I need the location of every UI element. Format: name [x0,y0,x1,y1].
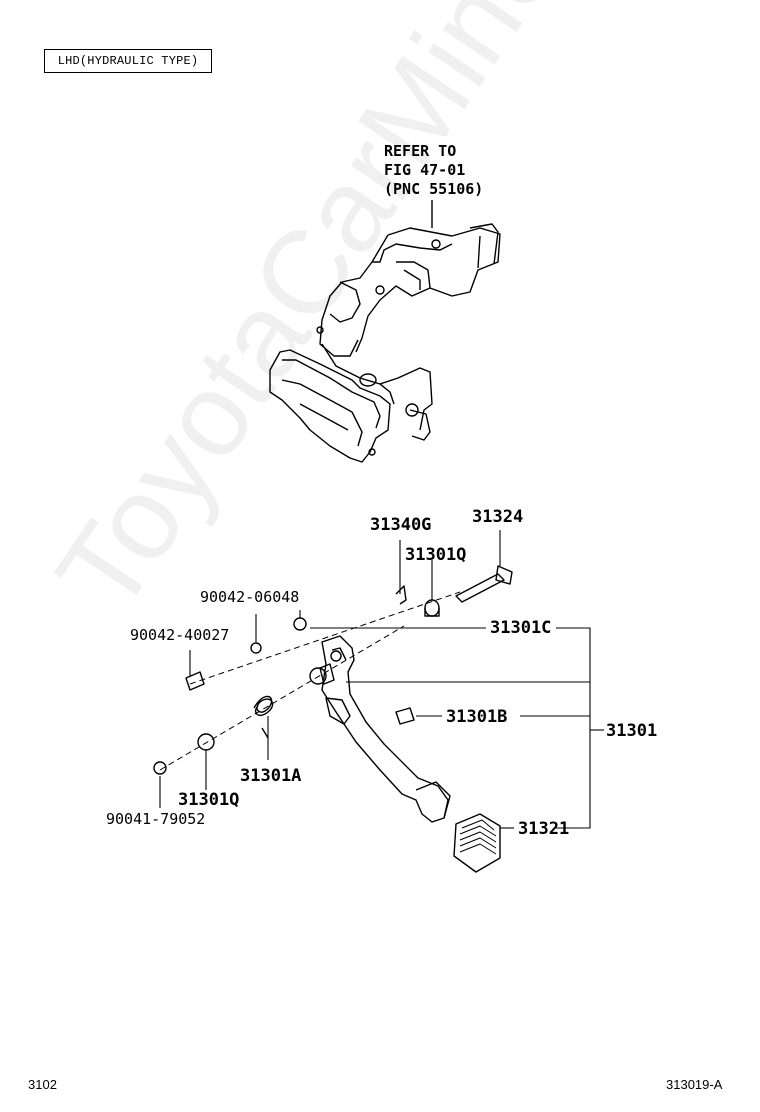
page-ref: 3102 [28,1077,57,1092]
part-31301C[interactable]: 31301C [490,618,552,638]
leader-lines [159,530,604,829]
part-31340G[interactable]: 31340G [370,515,432,535]
refer-note: REFER TO FIG 47-01 (PNC 55106) [384,142,483,199]
refer-line-1: REFER TO [384,142,457,160]
part-90041-79052[interactable]: 90041-79052 [106,810,206,828]
pedal-lever-drawing [319,635,451,823]
axis-lines [159,591,461,771]
part-31324[interactable]: 31324 [472,507,524,527]
part-31301Q-bottom[interactable]: 31301Q [178,790,240,810]
pedal-pad-drawing [453,813,501,873]
part-31301Q-top[interactable]: 31301Q [405,545,467,565]
part-90042-06048[interactable]: 90042-06048 [200,588,300,606]
part-31301A[interactable]: 31301A [240,766,302,786]
part-31321[interactable]: 31321 [518,819,570,839]
refer-line-2: FIG 47-01 [384,161,466,179]
figure-code: 313019-A [666,1077,723,1092]
pedal-bracket-drawing [269,200,501,463]
part-90042-40027[interactable]: 90042-40027 [130,626,230,644]
part-31301[interactable]: 31301 [606,721,658,741]
refer-line-3: (PNC 55106) [384,180,484,198]
variant-tag: LHD(HYDRAULIC TYPE) [44,49,212,73]
part-31301B[interactable]: 31301B [446,707,508,727]
